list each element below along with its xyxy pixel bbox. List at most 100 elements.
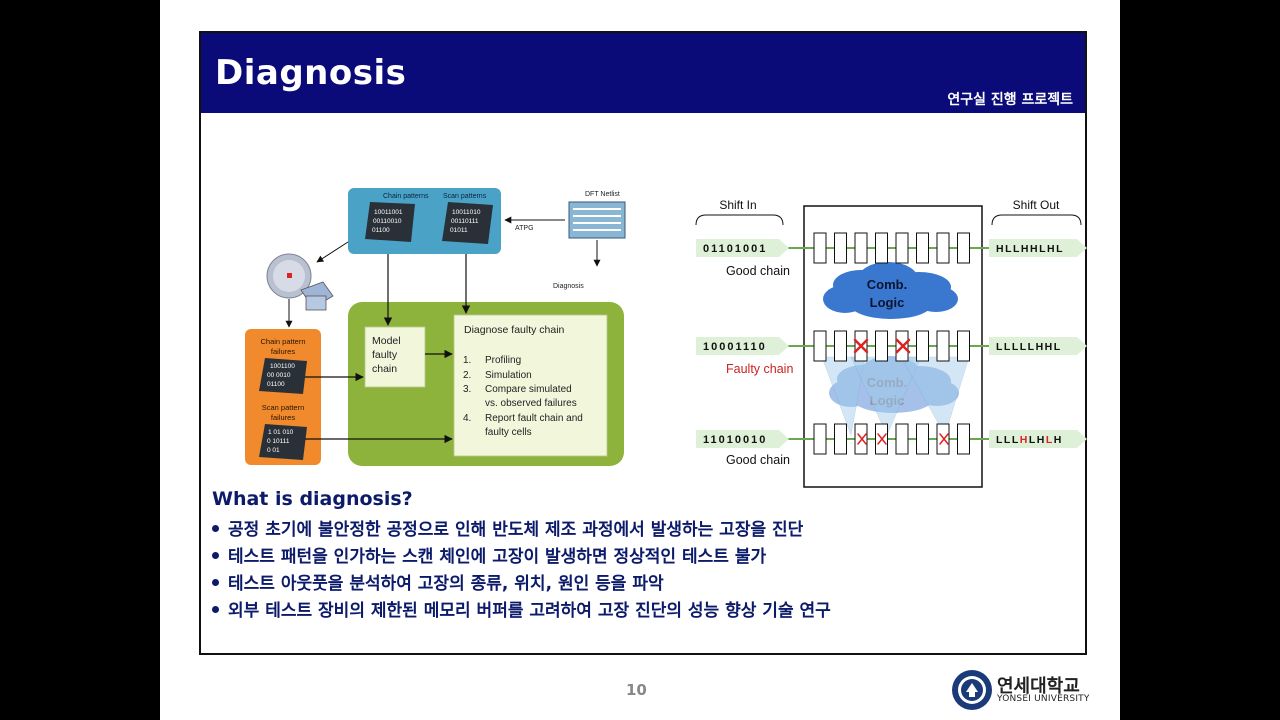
bullet-dot-icon <box>212 605 219 613</box>
slide-frame: Diagnosis 연구실 진행 프로젝트 Chain patterns Sca… <box>199 31 1087 655</box>
scan-cell <box>895 423 909 455</box>
output-bits-row-1: LLLLLHHL <box>996 341 1062 353</box>
scan-cell <box>813 423 827 455</box>
comb-logic-label-bottom-1: Comb. <box>867 375 907 390</box>
shift-in-label: Shift In <box>719 198 756 212</box>
fault-mark-row2-c <box>939 433 949 445</box>
input-arrow-row-1: 10001110 <box>696 337 789 355</box>
step-num-2: 3. <box>463 384 471 395</box>
chain-failures-label-2: failures <box>271 347 295 356</box>
dft-netlist-label: DFT Netlist <box>585 191 620 198</box>
fault-marks <box>853 338 949 445</box>
scan-cell <box>854 232 868 264</box>
scan-cell <box>936 330 950 362</box>
chain-failures-label-1: Chain pattern <box>260 337 305 346</box>
scan-cell <box>875 232 888 264</box>
bullet-text: 외부 테스트 장비의 제한된 메모리 버퍼를 고려하여 고장 진단의 성능 향상… <box>228 601 831 621</box>
bullet-item: 테스트 아웃풋을 분석하여 고장의 종류, 위치, 원인 등을 파악 <box>212 571 831 598</box>
university-logo: 연세대학교 YONSEI UNIVERSITY <box>951 669 1091 711</box>
page-number: 10 <box>626 681 647 699</box>
propagation-cone-3 <box>900 356 970 436</box>
scan-cells-row-0 <box>813 232 970 264</box>
shift-in-bracket <box>695 214 784 226</box>
chain-failures-chip: 1001100 00 0010 01100 <box>259 358 307 394</box>
comb-logic-label-top-2: Logic <box>870 295 905 310</box>
patterns-to-wafer-arrow <box>316 241 349 263</box>
fault-mark-row1-a <box>853 338 869 354</box>
comb-logic-cloud-top: Comb. Logic <box>823 262 958 319</box>
step-num-4: 4. <box>463 413 471 424</box>
bullet-item: 공정 초기에 불안정한 공정으로 인해 반도체 제조 과정에서 발생하는 고장을… <box>212 517 831 544</box>
bullet-text: 테스트 패턴을 인가하는 스캔 체인에 고장이 발생하면 정상적인 테스트 불가 <box>228 547 767 567</box>
bullet-item: 테스트 패턴을 인가하는 스캔 체인에 고장이 발생하면 정상적인 테스트 불가 <box>212 544 831 571</box>
diagnosis-label: Diagnosis <box>553 283 584 290</box>
shift-out-label: Shift Out <box>1013 198 1060 212</box>
scan-cell <box>895 232 909 264</box>
input-arrow-row-2: 11010010 <box>696 430 789 448</box>
chain-patterns-chip: 10011001 00110010 01100 <box>365 202 415 242</box>
chain-patterns-label: Chain patterns <box>383 193 429 200</box>
scan-cell <box>936 232 950 264</box>
caption-row-0: Good chain <box>726 264 790 278</box>
scan-cell <box>834 330 847 362</box>
diagnose-steps-box <box>453 314 608 457</box>
chain-failures-bits-0: 1001100 <box>270 363 295 370</box>
shift-out-bracket <box>991 214 1082 226</box>
scan-failures-bits-0: 1 01 010 <box>268 429 294 436</box>
scan-failures-chip: 1 01 010 0 10111 0 01 <box>259 424 307 460</box>
university-name-kr: 연세대학교 <box>997 676 1080 697</box>
diagnose-title: Diagnose faulty chain <box>464 324 565 336</box>
scan-cell <box>957 423 970 455</box>
comb-logic-label-bottom-2: Logic <box>870 393 905 408</box>
diagnosis-flow-diagram: Chain patterns Scan patterns 10011001 00… <box>245 188 626 466</box>
scan-failures-bits-1: 0 10111 <box>267 438 290 445</box>
bullet-dot-icon <box>212 578 219 586</box>
scan-patterns-label: Scan patterns <box>443 193 487 200</box>
output-arrow-row-2: LLLHLHLH <box>989 430 1087 448</box>
bullet-text: 테스트 아웃풋을 분석하여 고장의 종류, 위치, 원인 등을 파악 <box>228 574 664 594</box>
step-text-3: vs. observed failures <box>485 398 577 409</box>
fault-mark-row2-b <box>877 433 887 445</box>
output-bits-row-0: HLLHHLHL <box>996 243 1064 255</box>
university-seal-icon <box>952 670 992 710</box>
scan-cell <box>957 330 970 362</box>
input-bits-row-1: 10001110 <box>703 341 767 353</box>
comb-logic-cloud-bottom: Comb. Logic <box>829 356 959 413</box>
chain-patterns-bits-1: 00110010 <box>373 218 402 225</box>
model-label-3: chain <box>372 363 397 375</box>
scan-cell <box>813 232 827 264</box>
what-is-diagnosis-heading: What is diagnosis? <box>212 488 413 510</box>
step-text-5: faulty cells <box>485 427 532 438</box>
chain-failures-bits-2: 01100 <box>267 381 285 388</box>
dft-netlist-icon <box>568 201 626 239</box>
input-bits-row-2: 11010010 <box>703 434 767 446</box>
model-faulty-chain-box <box>364 326 426 388</box>
fault-mark-row1-b <box>895 338 911 354</box>
caption-row-1: Faulty chain <box>726 362 793 376</box>
chain-patterns-bits-0: 10011001 <box>374 209 403 216</box>
step-text-1: Simulation <box>485 370 532 381</box>
project-label: 연구실 진행 프로젝트 <box>947 92 1073 108</box>
scan-patterns-bits-1: 00110111 <box>451 218 479 225</box>
bullet-text: 공정 초기에 불안정한 공정으로 인해 반도체 제조 과정에서 발생하는 고장을… <box>228 520 804 540</box>
input-arrow-row-0: 01101001 <box>696 239 789 257</box>
model-label-1: Model <box>372 335 401 347</box>
scan-failures-label-1: Scan pattern <box>262 403 305 412</box>
scan-cell <box>916 330 929 362</box>
output-arrow-row-0: HLLHHLHL <box>989 239 1087 257</box>
caption-row-2: Good chain <box>726 453 790 467</box>
diagnose-steps-list: 1. Profiling 2. Simulation 3. Compare si… <box>463 355 583 438</box>
diagnosis-bullet-list: 공정 초기에 불안정한 공정으로 인해 반도체 제조 과정에서 발생하는 고장을… <box>212 517 831 625</box>
chain-patterns-bits-2: 01100 <box>372 227 390 234</box>
scan-patterns-bits-0: 10011010 <box>452 209 481 216</box>
bullet-item: 외부 테스트 장비의 제한된 메모리 버퍼를 고려하여 고장 진단의 성능 향상… <box>212 598 831 625</box>
scan-chain-diagram: Shift In Shift Out Comb. Logic <box>695 198 1087 488</box>
scan-cell <box>957 232 970 264</box>
scan-cell <box>916 232 929 264</box>
step-text-2: Compare simulated <box>485 384 572 395</box>
step-num-1: 2. <box>463 370 471 381</box>
scan-patterns-chip: 10011010 00110111 01011 <box>442 202 493 244</box>
comb-logic-label-top-1: Comb. <box>867 277 907 292</box>
scan-cell <box>813 330 827 362</box>
step-text-4: Report fault chain and <box>485 413 583 424</box>
